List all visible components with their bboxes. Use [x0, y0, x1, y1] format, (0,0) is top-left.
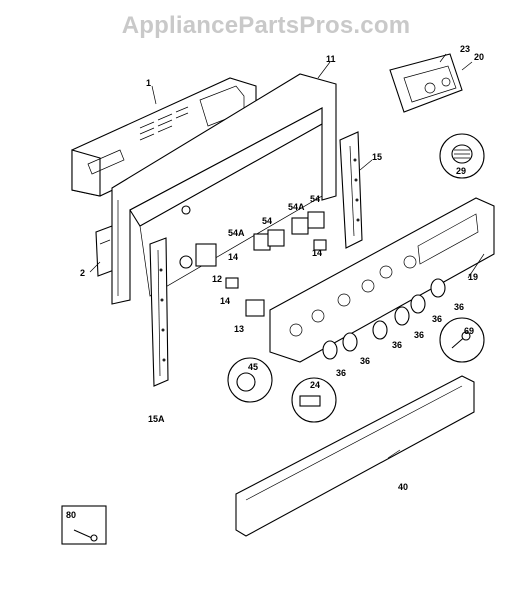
callout-54b: 54 [310, 194, 320, 204]
screw-box-80 [61, 505, 107, 545]
callout-36e: 36 [432, 314, 442, 324]
watermark-text: AppliancePartsPros.com [121, 12, 411, 39]
clock-module [389, 53, 463, 113]
callout-15: 15 [372, 152, 382, 162]
control-knobs [322, 278, 446, 360]
callout-14c: 14 [312, 248, 322, 258]
callout-54Ab: 54A [288, 202, 305, 212]
callout-11: 11 [326, 54, 336, 64]
side-bracket [95, 225, 115, 277]
callout-2: 2 [80, 268, 85, 278]
callout-1: 1 [146, 78, 151, 88]
callout-12: 12 [212, 274, 222, 284]
left-side-trim [149, 237, 169, 387]
callout-14a: 14 [228, 252, 238, 262]
callout-36a: 36 [336, 368, 346, 378]
callout-20: 20 [474, 52, 484, 62]
callout-54Aa: 54A [228, 228, 245, 238]
callout-24: 24 [310, 380, 320, 390]
callout-23: 23 [460, 44, 470, 54]
callout-69: 69 [464, 326, 474, 336]
callout-14b: 14 [220, 296, 230, 306]
callout-45: 45 [248, 362, 258, 372]
callout-54a: 54 [262, 216, 272, 226]
callout-15a: 15A [148, 414, 165, 424]
switch-components [179, 211, 327, 317]
knob-detail-29 [439, 133, 485, 179]
switch-detail-24 [291, 377, 337, 423]
callout-19: 19 [468, 272, 478, 282]
callout-40: 40 [398, 482, 408, 492]
backguard-frame [111, 73, 337, 305]
callout-36f: 36 [454, 302, 464, 312]
callout-36d: 36 [414, 330, 424, 340]
callout-13: 13 [234, 324, 244, 334]
front-trim-strip [235, 375, 475, 537]
callout-36b: 36 [360, 356, 370, 366]
control-panel [269, 197, 495, 363]
screw-detail-69 [439, 317, 485, 363]
leader-lines [89, 53, 485, 459]
right-side-trim [339, 131, 363, 249]
callout-80: 80 [66, 510, 76, 520]
callout-29: 29 [456, 166, 466, 176]
button-detail-45 [227, 357, 273, 403]
callout-36c: 36 [392, 340, 402, 350]
